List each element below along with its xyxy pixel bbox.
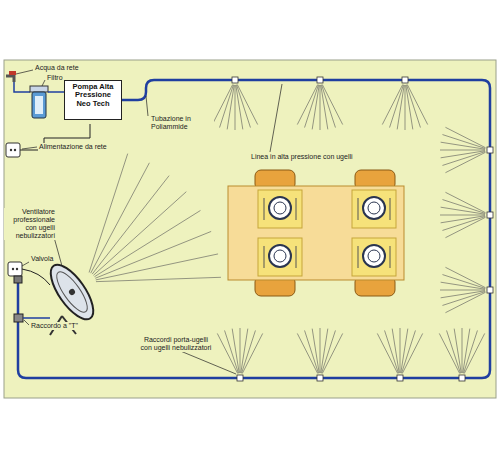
pump-box: Pompa Alta Pressione Neo Tech bbox=[64, 80, 122, 120]
callout-label: Tubazione in Poliammide bbox=[150, 115, 214, 131]
callout-label: Valvola bbox=[30, 255, 54, 263]
nozzle-sprays bbox=[89, 77, 493, 381]
fan-assembly bbox=[8, 258, 101, 335]
table-set bbox=[228, 170, 404, 296]
callout-label: Acqua da rete bbox=[34, 64, 80, 72]
callout-label: Filtro bbox=[46, 74, 64, 82]
pump-label: Pompa Alta Pressione Neo Tech bbox=[68, 83, 118, 108]
callout-label: Raccordo a "T" bbox=[30, 322, 79, 330]
callout-label: Linea in alta pressione con ugelli bbox=[250, 153, 354, 161]
ground bbox=[4, 60, 496, 398]
pipe-line bbox=[18, 80, 490, 378]
callout-label: Raccordi porta-ugelli con ugelli nebuliz… bbox=[138, 336, 214, 352]
callout-label: Alimentazione da rete bbox=[38, 143, 108, 151]
callout-label: Ventilatore professionale con ugelli neb… bbox=[4, 208, 56, 240]
